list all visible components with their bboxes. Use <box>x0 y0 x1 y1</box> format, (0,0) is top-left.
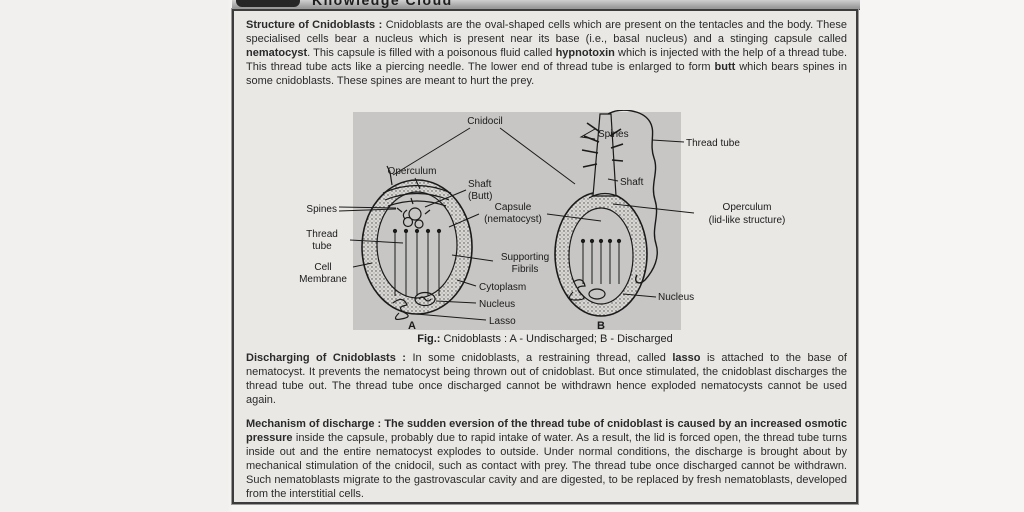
label-spines-b: Spines <box>598 129 629 140</box>
label-shaft-a: Shaft <box>468 179 492 190</box>
knowledge-cloud-title: Knowledge Cloud <box>312 0 453 8</box>
label-operculum-a: Operculum <box>388 166 437 177</box>
figure-caption: Fig.: Cnidoblasts : A - Undischarged; B … <box>417 333 673 345</box>
label-capsule-nematocyst: (nematocyst) <box>484 214 542 225</box>
cell-b-illustration <box>554 110 658 317</box>
spines-b-arrow-icon <box>579 128 596 140</box>
label-nucleus-a: Nucleus <box>479 299 515 310</box>
nucleus-a-shape <box>414 291 436 307</box>
cnidocil-hair-a <box>386 165 393 186</box>
label-lasso: Lasso <box>489 316 516 327</box>
operculum-b-arc <box>588 192 622 199</box>
label-nucleus-b: Nucleus <box>658 292 694 303</box>
label-operculum-b-lid: (lid-like structure) <box>709 215 786 226</box>
operculum-a-arc <box>382 184 452 194</box>
thread-tube-wavy-line <box>607 110 658 284</box>
label-cytoplasm: Cytoplasm <box>479 282 526 293</box>
cell-a-illustration <box>361 165 473 320</box>
label-operculum-b: Operculum <box>723 202 772 213</box>
paragraph-structure-of-cnidoblasts: Structure of Cnidoblasts : Cnidoblasts a… <box>246 19 847 87</box>
label-supporting-fibrils2: Fibrils <box>512 264 539 275</box>
content-box: Structure of Cnidoblasts : Cnidoblasts a… <box>232 9 858 504</box>
cnidoblast-figure: Cnidocil Operculum Shaft (Butt) Capsule … <box>299 110 786 332</box>
label-thread-tube-a: Thread <box>306 229 338 240</box>
label-cell-membrane: Cell <box>314 262 331 273</box>
paragraph-discharging-of-cnidoblasts: Discharging of Cnidoblasts : In some cni… <box>246 352 847 406</box>
label-cell-membrane2: Membrane <box>299 274 347 285</box>
butt-coil <box>408 207 422 221</box>
label-cnidocil: Cnidocil <box>467 116 503 127</box>
label-capsule: Capsule <box>495 202 532 213</box>
label-shaft-b: Shaft <box>620 177 644 188</box>
label-shaft-a-butt: (Butt) <box>468 191 492 202</box>
label-thread-tube-a2: tube <box>312 241 332 252</box>
nucleus-b-coil <box>568 279 586 301</box>
label-thread-tube-b: Thread tube <box>686 138 740 149</box>
figure-leader-lines <box>338 127 695 321</box>
lasso-coil <box>392 298 409 320</box>
panel-letter-a: A <box>408 320 416 332</box>
supporting-fibrils-b <box>580 238 622 284</box>
supporting-fibrils-a <box>392 228 442 296</box>
paragraph-mechanism-of-discharge: Mechanism of discharge : The sudden ever… <box>246 418 847 500</box>
cloud-logo-icon <box>236 0 300 7</box>
panel-letter-b: B <box>597 320 605 332</box>
label-spines-a: Spines <box>306 204 337 215</box>
label-supporting-fibrils: Supporting <box>501 252 549 263</box>
